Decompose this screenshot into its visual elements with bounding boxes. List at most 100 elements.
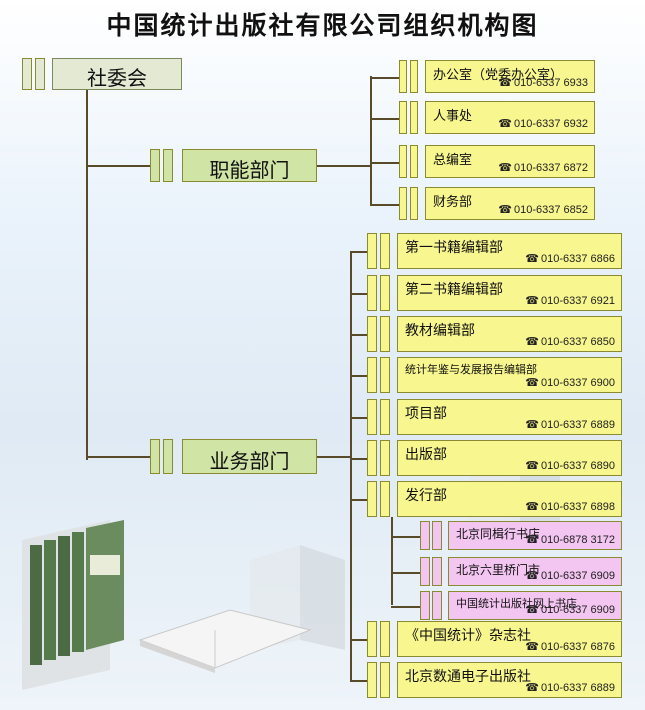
phone-text: 010-6878 3172 — [540, 534, 615, 546]
connector-line — [350, 458, 367, 460]
phone-icon: ☎ — [525, 336, 539, 348]
node-strip — [410, 145, 418, 178]
node-strip — [399, 101, 407, 134]
node-strip — [22, 58, 32, 90]
node-strip — [420, 521, 430, 550]
phone-text: 010-6337 6909 — [540, 604, 615, 616]
node-strip — [380, 399, 390, 435]
connector-line — [350, 251, 367, 253]
node-strip — [367, 481, 377, 517]
node-strip — [380, 440, 390, 476]
node-name: 北京同楫行书店 — [456, 527, 541, 541]
phone-number: ☎010-6337 6909 — [525, 569, 615, 582]
node-strip — [380, 357, 390, 393]
dept-node: 出版部 ☎010-6337 6890 — [397, 440, 622, 476]
node-name: 总编室 — [433, 153, 473, 168]
node-name: 项目部 — [405, 406, 447, 422]
phone-number: ☎010-6337 6932 — [498, 117, 588, 130]
dept-node: 总编室 ☎010-6337 6872 — [425, 145, 595, 178]
node-strip — [367, 440, 377, 476]
group-node-functional: 职能部门 — [182, 149, 317, 182]
dept-node: 第二书籍编辑部 ☎010-6337 6921 — [397, 275, 622, 311]
node-strip — [380, 275, 390, 311]
bus-line — [350, 251, 352, 680]
phone-icon: ☎ — [498, 77, 512, 89]
node-name: 第一书籍编辑部 — [405, 240, 503, 256]
connector-line — [391, 605, 420, 608]
node-strip — [432, 521, 442, 550]
node-strip — [410, 187, 418, 220]
node-name: 办公室（党委办公室） — [433, 68, 564, 83]
store-node: 北京同楫行书店☎010-6878 3172 — [448, 521, 622, 550]
node-name: 北京六里桥门市 — [456, 563, 541, 577]
connector-line — [86, 456, 150, 458]
root-node: 社委会 — [52, 58, 182, 90]
node-strip — [163, 439, 173, 474]
node-name: 北京数通电子出版社 — [405, 669, 531, 685]
phone-number: ☎010-6337 6909 — [525, 603, 615, 616]
phone-text: 010-6337 6898 — [540, 501, 615, 513]
sub-bus-line — [391, 517, 393, 605]
phone-icon: ☎ — [525, 419, 539, 431]
phone-number: ☎010-6337 6933 — [498, 76, 588, 89]
node-strip — [399, 187, 407, 220]
group-label: 职能部门 — [209, 158, 290, 182]
node-strip — [420, 557, 430, 586]
phone-text: 010-6337 6889 — [540, 682, 615, 694]
phone-text: 010-6337 6876 — [540, 641, 615, 653]
node-strip — [163, 149, 173, 182]
dept-node: 财务部☎010-6337 6852 — [425, 187, 595, 220]
phone-icon: ☎ — [525, 641, 539, 653]
phone-icon: ☎ — [525, 460, 539, 472]
trunk-line — [86, 90, 88, 460]
node-strip — [380, 233, 390, 269]
connector-line — [350, 417, 367, 419]
phone-icon: ☎ — [525, 253, 539, 265]
phone-text: 010-6337 6932 — [513, 118, 588, 130]
node-strip — [380, 662, 390, 698]
node-name: 出版部 — [405, 447, 447, 463]
connector-line — [317, 456, 350, 458]
phone-text: 010-6337 6909 — [540, 570, 615, 582]
phone-text: 010-6337 6866 — [540, 253, 615, 265]
connector-line — [370, 76, 399, 79]
phone-icon: ☎ — [498, 162, 512, 174]
node-name: 《中国统计》杂志社 — [405, 628, 531, 644]
node-strip — [380, 481, 390, 517]
phone-text: 010-6337 6889 — [540, 419, 615, 431]
node-strip — [367, 316, 377, 352]
connector-line — [350, 334, 367, 336]
node-strip — [367, 662, 377, 698]
phone-icon: ☎ — [525, 295, 539, 307]
phone-text: 010-6337 6921 — [540, 295, 615, 307]
phone-icon: ☎ — [525, 377, 539, 389]
connector-line — [350, 375, 367, 377]
node-strip — [367, 399, 377, 435]
node-name: 第二书籍编辑部 — [405, 282, 503, 298]
connector-line — [391, 535, 420, 538]
phone-icon: ☎ — [498, 204, 512, 216]
dept-node: 北京数通电子出版社☎010-6337 6889 — [397, 662, 622, 698]
node-name: 中国统计出版社网上书店 — [456, 597, 577, 610]
dept-node: 《中国统计》杂志社☎010-6337 6876 — [397, 621, 622, 657]
node-strip — [399, 145, 407, 178]
dept-node: 办公室（党委办公室）☎010-6337 6933 — [425, 60, 595, 93]
connector-line — [350, 293, 367, 295]
phone-text: 010-6337 6872 — [513, 162, 588, 174]
phone-number: ☎010-6337 6890 — [525, 459, 615, 472]
phone-icon: ☎ — [525, 501, 539, 513]
node-strip — [420, 591, 430, 620]
dept-node: 发行部☎010-6337 6898 — [397, 481, 622, 517]
phone-number: ☎010-6337 6876 — [525, 640, 615, 653]
store-node: 中国统计出版社网上书店☎010-6337 6909 — [448, 591, 622, 620]
node-strip — [367, 621, 377, 657]
phone-number: ☎010-6337 6898 — [525, 500, 615, 513]
phone-text: 010-6337 6900 — [540, 377, 615, 389]
phone-text: 010-6337 6890 — [540, 460, 615, 472]
phone-number: ☎010-6337 6872 — [498, 161, 588, 174]
node-name: 统计年鉴与发展报告编辑部 — [405, 363, 537, 376]
node-name: 教材编辑部 — [405, 323, 475, 339]
node-strip — [150, 439, 160, 474]
phone-icon: ☎ — [525, 604, 539, 616]
node-strip — [150, 149, 160, 182]
